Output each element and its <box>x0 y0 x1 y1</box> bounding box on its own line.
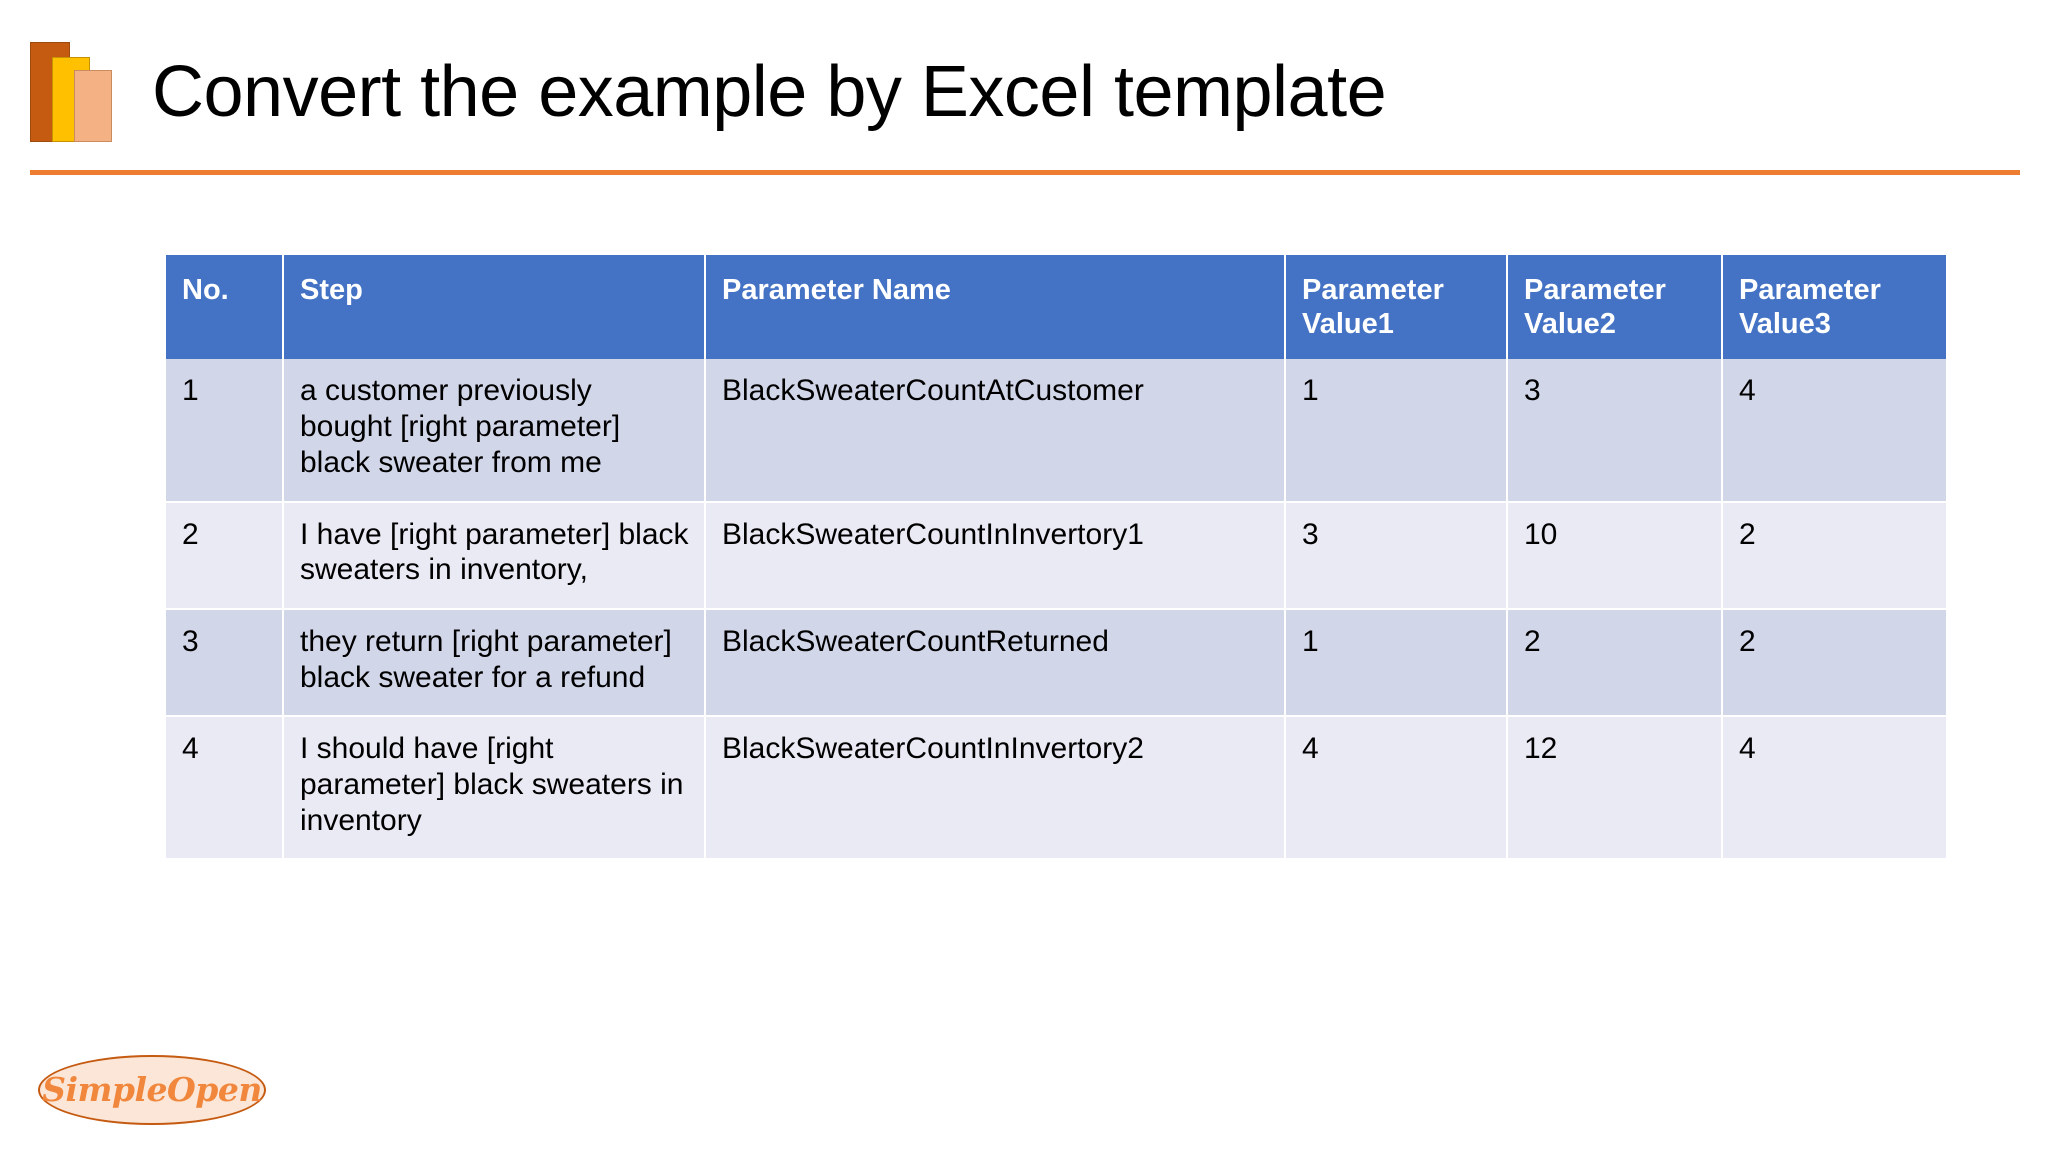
cell-no: 2 <box>166 502 284 610</box>
cell-value2: 10 <box>1508 502 1723 610</box>
column-header-parameter-name: Parameter Name <box>706 255 1286 360</box>
cell-value1: 1 <box>1286 359 1508 503</box>
simpleopen-logo: SimpleOpen <box>38 1055 266 1125</box>
cell-value1: 4 <box>1286 717 1508 861</box>
cell-no: 4 <box>166 717 284 861</box>
steps-table: No. Step Parameter Name Parameter Value1… <box>166 255 1946 861</box>
table-row: 2 I have [right parameter] black sweater… <box>166 502 1946 610</box>
slide-header: Convert the example by Excel template <box>0 0 2048 185</box>
cell-step: they return [right parameter] black swea… <box>284 609 706 718</box>
cell-value2: 12 <box>1508 717 1723 861</box>
simpleopen-logo-text: SimpleOpen <box>42 1070 262 1109</box>
column-header-parameter-value3: Parameter Value3 <box>1723 255 1946 360</box>
column-header-parameter-value2: Parameter Value2 <box>1508 255 1723 360</box>
cell-parameter-name: BlackSweaterCountReturned <box>706 609 1286 718</box>
simpleopen-logo-ellipse <box>38 1055 266 1125</box>
cell-value1: 1 <box>1286 609 1508 718</box>
cell-value3: 2 <box>1723 609 1946 718</box>
table-row: 3 they return [right parameter] black sw… <box>166 609 1946 718</box>
cell-step: a customer previously bought [right para… <box>284 359 706 503</box>
column-header-parameter-value1: Parameter Value1 <box>1286 255 1508 360</box>
stacked-bars-icon <box>30 42 112 142</box>
cell-step: I have [right parameter] black sweaters … <box>284 502 706 610</box>
stacked-bars-icon-bar-peach <box>74 70 112 142</box>
cell-value3: 2 <box>1723 502 1946 610</box>
title-divider <box>30 170 2020 175</box>
cell-step: I should have [right parameter] black sw… <box>284 717 706 861</box>
cell-no: 3 <box>166 609 284 718</box>
cell-parameter-name: BlackSweaterCountAtCustomer <box>706 359 1286 503</box>
cell-value2: 3 <box>1508 359 1723 503</box>
table-row: 4 I should have [right parameter] black … <box>166 717 1946 861</box>
table-header-row: No. Step Parameter Name Parameter Value1… <box>166 255 1946 360</box>
cell-value3: 4 <box>1723 359 1946 503</box>
column-header-no: No. <box>166 255 284 360</box>
cell-value1: 3 <box>1286 502 1508 610</box>
cell-parameter-name: BlackSweaterCountInInvertory1 <box>706 502 1286 610</box>
cell-value3: 4 <box>1723 717 1946 861</box>
cell-value2: 2 <box>1508 609 1723 718</box>
page-title: Convert the example by Excel template <box>152 52 1387 132</box>
cell-no: 1 <box>166 359 284 503</box>
column-header-step: Step <box>284 255 706 360</box>
table-row: 1 a customer previously bought [right pa… <box>166 359 1946 503</box>
cell-parameter-name: BlackSweaterCountInInvertory2 <box>706 717 1286 861</box>
